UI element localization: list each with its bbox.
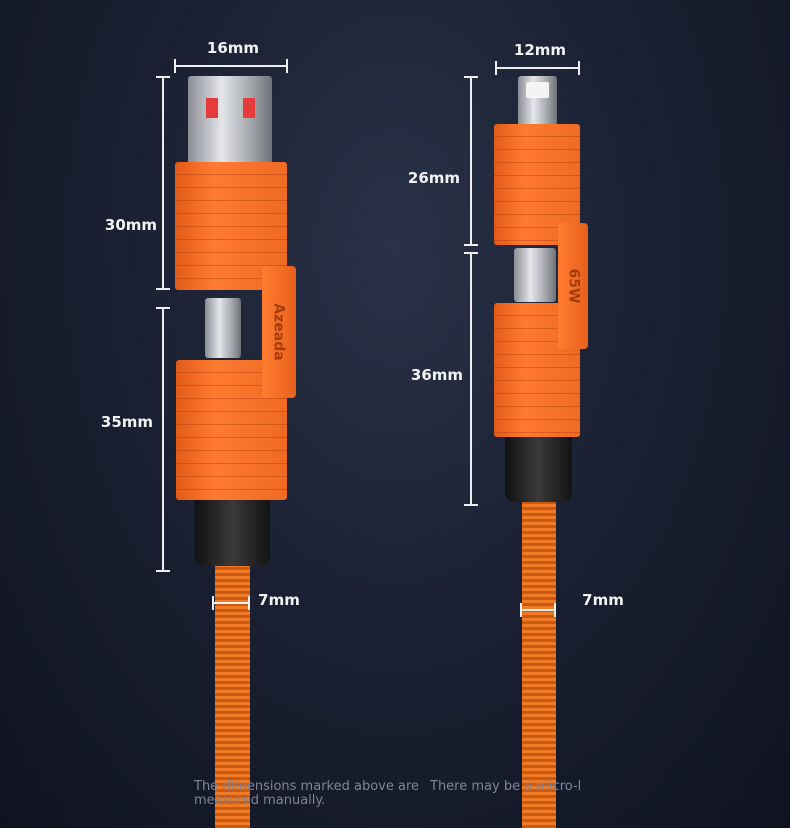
left-brand-tab: Azeada bbox=[262, 266, 296, 398]
right-upper-length-label: 26mm bbox=[407, 169, 461, 187]
right-usb-c-plug bbox=[514, 248, 556, 302]
right-lower-length-label: 36mm bbox=[410, 366, 464, 384]
left-width-label: 16mm bbox=[206, 39, 260, 57]
power-rating-text: 65W bbox=[565, 268, 581, 304]
left-usb-a-plug bbox=[188, 76, 272, 164]
right-upper-length-marker bbox=[464, 76, 478, 246]
right-lower-length-marker bbox=[464, 252, 478, 506]
left-upper-length-marker bbox=[156, 76, 170, 290]
left-width-marker bbox=[174, 59, 288, 73]
footer-note-left: The dimensions marked above are measured… bbox=[194, 779, 419, 808]
left-cable-width-marker bbox=[212, 596, 250, 610]
left-cable-width-label: 7mm bbox=[258, 591, 300, 609]
left-lower-length-label: 35mm bbox=[100, 413, 154, 431]
left-strain-relief bbox=[195, 498, 270, 566]
left-braided-cable bbox=[215, 560, 250, 828]
right-cable-width-label: 7mm bbox=[582, 591, 624, 609]
right-strain-relief bbox=[505, 436, 572, 502]
right-width-marker bbox=[495, 61, 580, 75]
right-lightning-plug bbox=[518, 76, 557, 126]
right-power-tab: 65W bbox=[558, 223, 588, 349]
right-cable-width-marker bbox=[520, 603, 556, 617]
left-usb-c-plug bbox=[205, 298, 241, 358]
brand-logo: Azeada bbox=[271, 303, 287, 361]
left-upper-length-label: 30mm bbox=[104, 216, 158, 234]
right-braided-cable bbox=[522, 498, 556, 828]
right-width-label: 12mm bbox=[513, 41, 567, 59]
left-lower-length-marker bbox=[156, 307, 170, 572]
footer-note-right: There may be a micro-l bbox=[430, 779, 582, 794]
